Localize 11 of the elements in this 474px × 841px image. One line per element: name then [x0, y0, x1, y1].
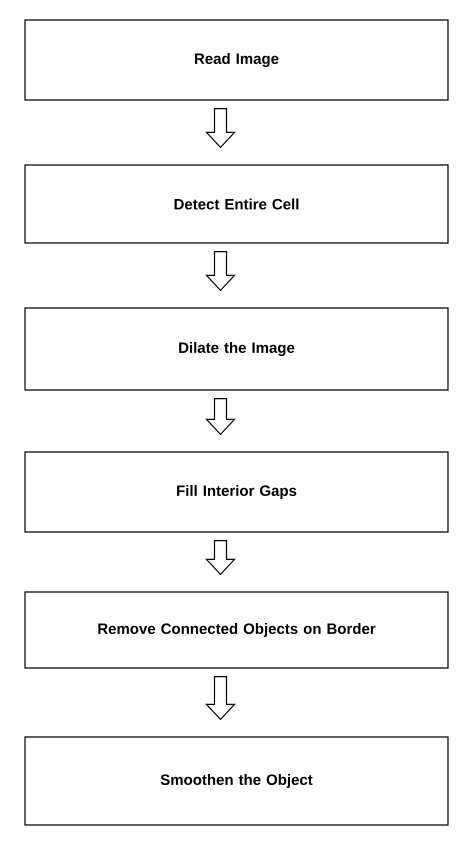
hollow-arrow	[205, 251, 236, 292]
process-box: Read Image	[24, 19, 449, 101]
process-box: Detect Entire Cell	[24, 164, 449, 244]
process-box: Dilate the Image	[24, 307, 449, 391]
process-box: Fill Interior Gaps	[24, 451, 449, 533]
hollow-arrow	[205, 108, 236, 148]
process-box: Remove Connected Objects on Border	[24, 591, 449, 669]
hollow-arrow	[205, 540, 236, 576]
process-box: Smoothen the Object	[24, 736, 449, 826]
hollow-arrow	[205, 398, 236, 436]
hollow-arrow	[205, 676, 236, 720]
